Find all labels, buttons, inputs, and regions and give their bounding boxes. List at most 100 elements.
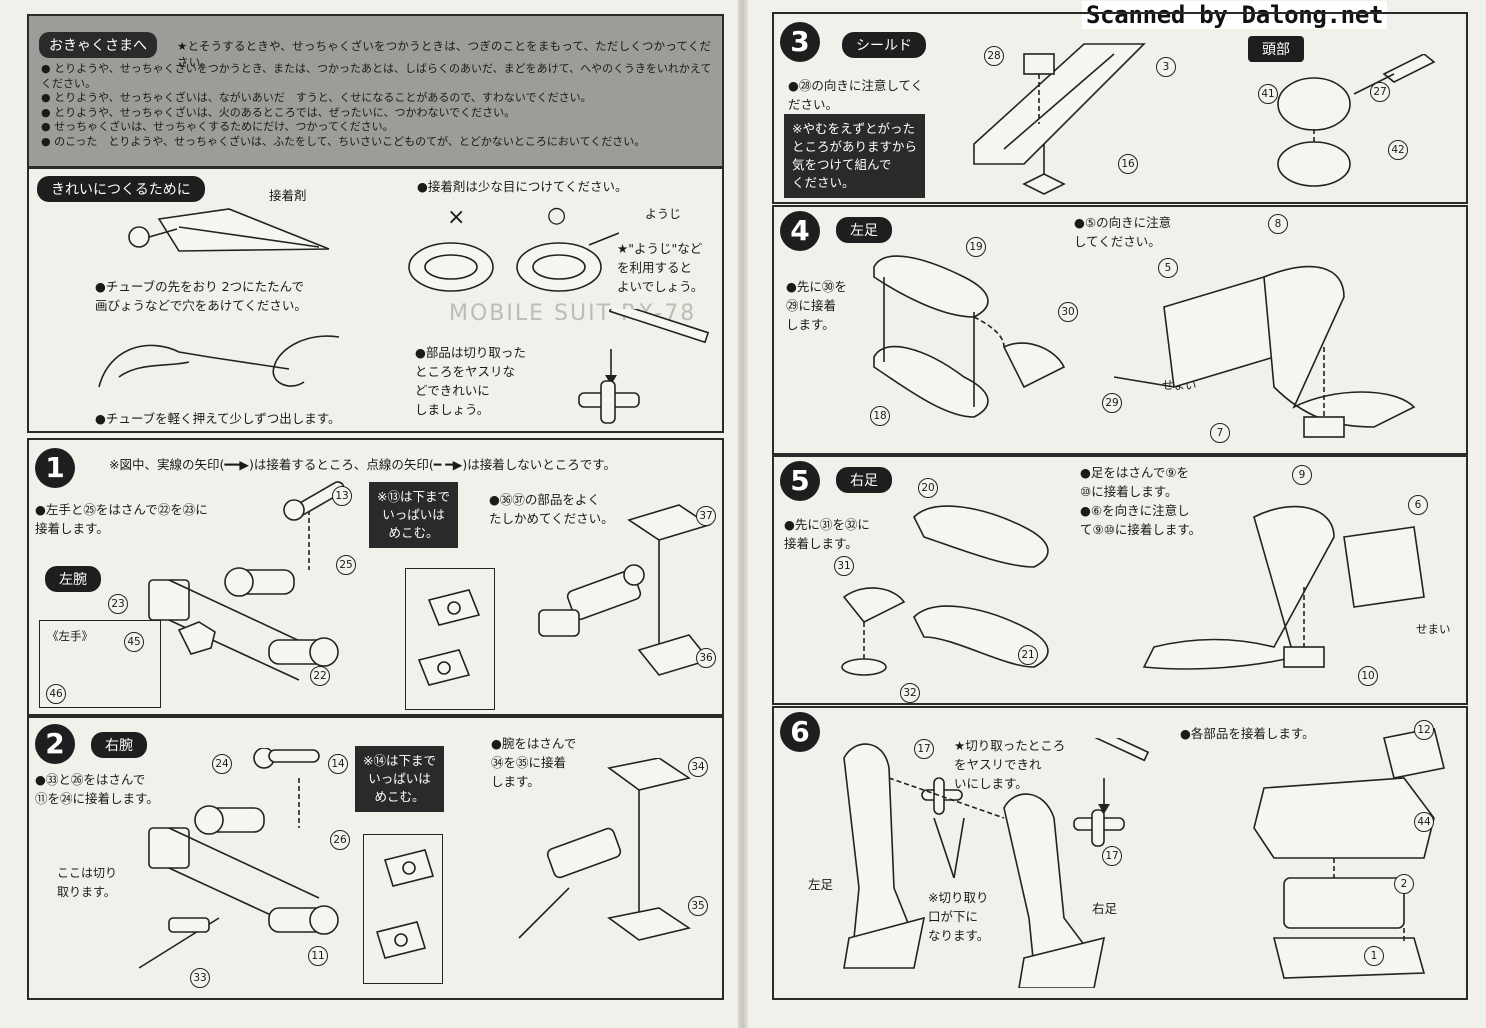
parts-34-35-illustration (375, 849, 435, 959)
waist-assembly-diagram (1253, 728, 1445, 979)
part-number: 19 (966, 237, 986, 257)
step-6-file-instruction: ★切り取ったところ をヤスリできれ いにします。 (954, 738, 1066, 791)
circle-mark-icon: ○ (547, 203, 567, 228)
part-number: 27 (1370, 82, 1390, 102)
part-number: 7 (1210, 423, 1230, 443)
glue-label: 接着剤 (269, 188, 307, 203)
toothpick-label: ようじ (645, 207, 682, 221)
part-number: 6 (1408, 495, 1428, 515)
caution-item: せっちゃくざいは、せっちゃくするためにだけ、つかってください。 (41, 120, 717, 135)
file-instruction: ●部品は切り取った ところをヤスリな どできれいに しましょう。 (415, 345, 526, 417)
part-number: 11 (308, 946, 328, 966)
step-2-note: ※⑭は下まで いっぱいは めこむ。 (355, 746, 444, 812)
head-diagram (1277, 54, 1436, 187)
toothpick-tip: ★"ようじ"など を利用すると よいでしょう。 (617, 241, 704, 294)
part-number: 28 (984, 46, 1004, 66)
parts-36-37-illustration (417, 589, 481, 686)
step-4-part-name: 左足 (836, 217, 892, 243)
part-number: 21 (1018, 645, 1038, 665)
legs-diagram (843, 743, 1106, 988)
step-5-part-name: 右足 (836, 467, 892, 493)
part-number: 10 (1358, 666, 1378, 686)
shield-diagram (973, 43, 1146, 195)
part-number: 12 (1414, 720, 1434, 740)
step-4-instruction-2: ●⑤の向きに注意 してください。 (1074, 215, 1172, 249)
step-1-check: ●㊱㊲の部品をよく たしかめてください。 (489, 492, 614, 526)
part-number: 3 (1156, 57, 1176, 77)
step-5-instruction-2: ●足をはさんで⑨を ⑩に接着します。 ●⑥を向きに注意し て⑨⑩に接着します。 (1080, 465, 1202, 537)
step-2-instruction-2: ●腕をはさんで ㉞を㉟に接着 します。 (491, 736, 577, 789)
caution-item: とりようや、せっちゃくざいは、火のあるところでは、ぜったいに、つかわないでくださ… (41, 106, 717, 121)
part-number: 44 (1414, 812, 1434, 832)
part-number: 35 (688, 896, 708, 916)
step-number: 2 (35, 724, 75, 764)
arrow-legend: ※図中、実線の矢印(━━▶)は接着するところ、点線の矢印(━ ━▶)は接着しない… (109, 457, 617, 472)
part-number: 34 (688, 757, 708, 777)
part-number: 22 (310, 666, 330, 686)
caution-item: とりようや、せっちゃくざいをつかうとき、または、つかったあとは、しばらくのあいだ… (41, 62, 717, 91)
step-1-note: ※⑬は下まで いっぱいは めこむ。 (369, 482, 458, 548)
part-number: 16 (1118, 154, 1138, 174)
step-2-box: 2 右腕 ●㉝と㉖をはさんで ⑪を㉔に接着します。 ここは切り 取ります。 ※⑭… (27, 716, 724, 1000)
step-3-instruction: ●㉘の向きに注意してく ださい。 (788, 78, 924, 112)
left-leg-label: 左足 (808, 877, 834, 892)
part-number: 24 (212, 754, 232, 774)
part-number: 31 (834, 556, 854, 576)
step-number: 4 (780, 211, 820, 251)
step-5-box: 5 右足 ●先に㉛を㉜に 接着します。 ●足をはさんで⑨を ⑩に接着します。 ●… (772, 455, 1468, 705)
hands-illustration (98, 335, 340, 388)
step-6-instruction: ●各部品を接着します。 (1180, 726, 1315, 741)
part-number: 20 (918, 478, 938, 498)
part-number: 37 (696, 506, 716, 526)
step-number: 6 (780, 712, 820, 752)
step-3-box: 3 シールド ●㉘の向きに注意してく ださい。 ※やむをえずとがった ところがあ… (772, 12, 1468, 204)
glue-tube-illustration (128, 208, 330, 252)
step-1-instruction: ●左手と㉕をはさんで㉒を㉓に 接着します。 (35, 502, 208, 536)
part-number: 5 (1158, 258, 1178, 278)
parts-check-inset-2 (363, 834, 443, 984)
step-2-part-name: 右腕 (91, 732, 147, 758)
less-glue-instruction: ●接着剤は少な目につけてください。 (417, 179, 628, 194)
part-number: 36 (696, 648, 716, 668)
part-number: 41 (1258, 84, 1278, 104)
tips-box: きれいにつくるために 接着剤 ●チューブの先をおり 2つにたたんで 画びょうなど… (27, 167, 724, 433)
right-arm-bracket-diagram (518, 758, 691, 941)
part-number: 45 (124, 632, 144, 652)
right-leg-label: 右足 (1092, 901, 1118, 916)
cut-direction-note: ※切り取り 口が下に なります。 (928, 890, 990, 943)
head-part-name: 頭部 (1248, 36, 1304, 62)
step-number: 3 (780, 22, 820, 62)
left-hand-label: 《左手》 (47, 629, 93, 643)
step-3-warning: ※やむをえずとがった ところがありますから 気をつけて組んで ください。 (784, 114, 926, 198)
step-number: 5 (780, 461, 820, 501)
caution-list: とりようや、せっちゃくざいをつかうとき、または、つかったあとは、しばらくのあいだ… (41, 62, 717, 149)
left-arm-bracket-diagram (538, 504, 711, 676)
step-1-part-name: 左腕 (45, 566, 101, 592)
part-number: 17 (914, 739, 934, 759)
caution-tag: おきゃくさまへ (39, 32, 157, 58)
cross-mark-icon: × (447, 205, 466, 230)
caution-box: おきゃくさまへ ★とそうするときや、せっちゃくざいをつかうときは、つぎのことをま… (27, 14, 724, 168)
part-number: 1 (1364, 946, 1384, 966)
part-number: 42 (1388, 140, 1408, 160)
part-number: 32 (900, 683, 920, 703)
part-number: 18 (870, 406, 890, 426)
right-arm-assembly-diagram (138, 748, 339, 969)
left-arm-assembly-diagram (148, 481, 345, 681)
caution-item: とりようや、せっちゃくざいは、ながいあいだ すうと、くせになることがあるので、す… (41, 91, 717, 106)
step-6-box: 6 ★切り取ったところ をヤスリできれ いにします。 ●各部品を接着します。 ※… (772, 706, 1468, 1000)
step-1-box: 1 ※図中、実線の矢印(━━▶)は接着するところ、点線の矢印(━ ━▶)は接着し… (27, 438, 724, 716)
right-leg-assembly-diagram (841, 505, 1049, 676)
step-3-part-name: シールド (842, 32, 926, 58)
parts-check-inset (405, 568, 495, 710)
tube-instruction: ●チューブの先をおり 2つにたたんで 画びょうなどで穴をあけてください。 (95, 279, 307, 313)
part-number: 13 (332, 486, 352, 506)
part-number: 33 (190, 968, 210, 988)
left-hand-inset (39, 620, 161, 708)
part-number: 46 (46, 684, 66, 704)
part-number: 9 (1292, 465, 1312, 485)
narrow-gap-label: せまい (1416, 622, 1451, 636)
watermark-text: Scanned by Dalong.net (1082, 1, 1388, 29)
file-tool-illustration (1073, 738, 1150, 847)
step-5-instruction: ●先に㉛を㉜に 接着します。 (784, 517, 870, 551)
